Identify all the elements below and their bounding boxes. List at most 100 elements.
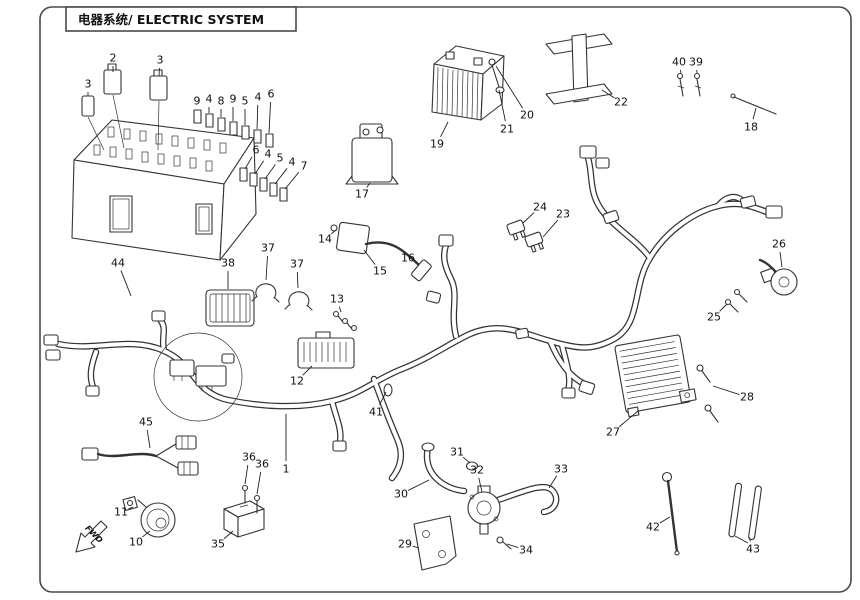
part-label-6: 6 [253, 144, 260, 157]
main-wire-harness [43, 145, 783, 482]
part-label-24: 24 [533, 201, 547, 214]
ignition-coil [330, 221, 432, 282]
leader-line-30 [407, 479, 430, 491]
part-label-16: 16 [401, 252, 415, 265]
leader-line-31 [462, 456, 471, 464]
page-title: 电器系统/ ELECTRIC SYSTEM [78, 12, 264, 27]
part-label-6: 6 [268, 88, 275, 101]
battery-terminal-neg [445, 51, 455, 60]
leader-line-29 [412, 545, 420, 549]
leader-line-25 [719, 303, 728, 312]
leader-line-33 [548, 475, 558, 489]
part-label-27: 27 [606, 426, 620, 439]
part-label-4: 4 [255, 91, 262, 104]
dipstick-42 [661, 471, 680, 556]
battery-bracket [545, 33, 613, 105]
part-label-45: 45 [139, 416, 153, 429]
leader-line-15 [363, 249, 376, 265]
part-label-4: 4 [206, 93, 213, 106]
screw-40 [676, 72, 685, 97]
leader-line-5 [264, 164, 276, 180]
relay-small-left [81, 95, 95, 117]
fwd-direction-arrow: FWD [75, 520, 108, 553]
screws-28 [696, 364, 719, 423]
part-label-2: 2 [110, 52, 117, 65]
part-label-30: 30 [394, 488, 408, 501]
leader-line-36 [256, 471, 262, 495]
leader-line-12 [302, 365, 313, 376]
part-label-21: 21 [500, 123, 514, 136]
clamp-37-right [284, 291, 313, 311]
pump-outlet [479, 523, 489, 535]
part-label-26: 26 [772, 238, 786, 251]
leader-line-44 [120, 270, 132, 297]
leader-line-40 [679, 69, 682, 74]
leader-43-second [734, 535, 749, 544]
part-label-44: 44 [111, 257, 125, 270]
part-label-8: 8 [218, 95, 225, 108]
part-label-37: 37 [261, 242, 275, 255]
part-label-33: 33 [554, 463, 568, 476]
rectifier [614, 334, 697, 418]
fuse-24 [506, 219, 526, 241]
relay-small-mid [103, 63, 122, 95]
part-label-40: 40 [672, 56, 686, 69]
leader-line-4 [254, 160, 265, 175]
coolant-pump-assembly [413, 442, 560, 571]
leader-line-37 [296, 271, 299, 289]
part-label-5: 5 [277, 152, 284, 165]
leader-line-21 [498, 89, 506, 122]
leader-line-6 [268, 101, 272, 134]
leader-line-20 [495, 65, 524, 109]
part-label-10: 10 [129, 536, 143, 549]
leader-line-22 [601, 89, 615, 99]
leader-line-23 [542, 219, 559, 238]
leader-line-14 [330, 229, 337, 235]
leader-line-16 [414, 261, 417, 264]
leader-line-45 [146, 429, 151, 449]
harness-connectors [43, 145, 783, 452]
leader-line-32 [478, 477, 483, 493]
straps-43 [728, 482, 762, 541]
part-label-13: 13 [330, 293, 344, 306]
horn [122, 496, 176, 538]
fuse-23 [524, 231, 544, 253]
part-label-37: 37 [290, 258, 304, 271]
pump-bracket-29 [413, 515, 457, 571]
connector-12 [297, 331, 355, 369]
leader-line-35 [223, 530, 234, 540]
part-label-7: 7 [301, 160, 308, 173]
leader-line-43 [748, 536, 751, 542]
leader-line-11 [128, 506, 134, 510]
part-label-9: 9 [194, 95, 201, 108]
part-label-5: 5 [242, 95, 249, 108]
part-label-28: 28 [740, 391, 754, 404]
leader-line-34 [506, 543, 519, 549]
part-label-35: 35 [211, 538, 225, 551]
part-label-17: 17 [355, 188, 369, 201]
relay-small-right [149, 69, 168, 101]
fuse-grid [93, 126, 227, 172]
part-label-3: 3 [85, 78, 92, 91]
hose-clamp-31 [465, 461, 479, 471]
leader-line-28 [712, 385, 740, 395]
rod-18 [730, 93, 777, 115]
leader-line-37 [265, 255, 268, 281]
leader-line-13 [338, 306, 342, 313]
screws-13 [332, 310, 358, 332]
detail-zoom-circle [153, 332, 243, 422]
part-label-9: 9 [230, 93, 237, 106]
hose-clamp-top [421, 442, 435, 452]
leader-line-4 [274, 168, 288, 185]
connector-38 [205, 289, 255, 327]
battery-ribs [436, 66, 479, 120]
leader-line-17 [366, 182, 371, 188]
part-label-4: 4 [289, 156, 296, 169]
leader-line-10 [142, 530, 151, 538]
flasher-relay-35 [223, 500, 265, 538]
leader-line-19 [440, 121, 449, 138]
fuse-strip-row-2 [239, 167, 288, 202]
part-label-43: 43 [746, 543, 760, 556]
part-label-29: 29 [398, 538, 412, 551]
leader-line-18 [752, 107, 757, 120]
